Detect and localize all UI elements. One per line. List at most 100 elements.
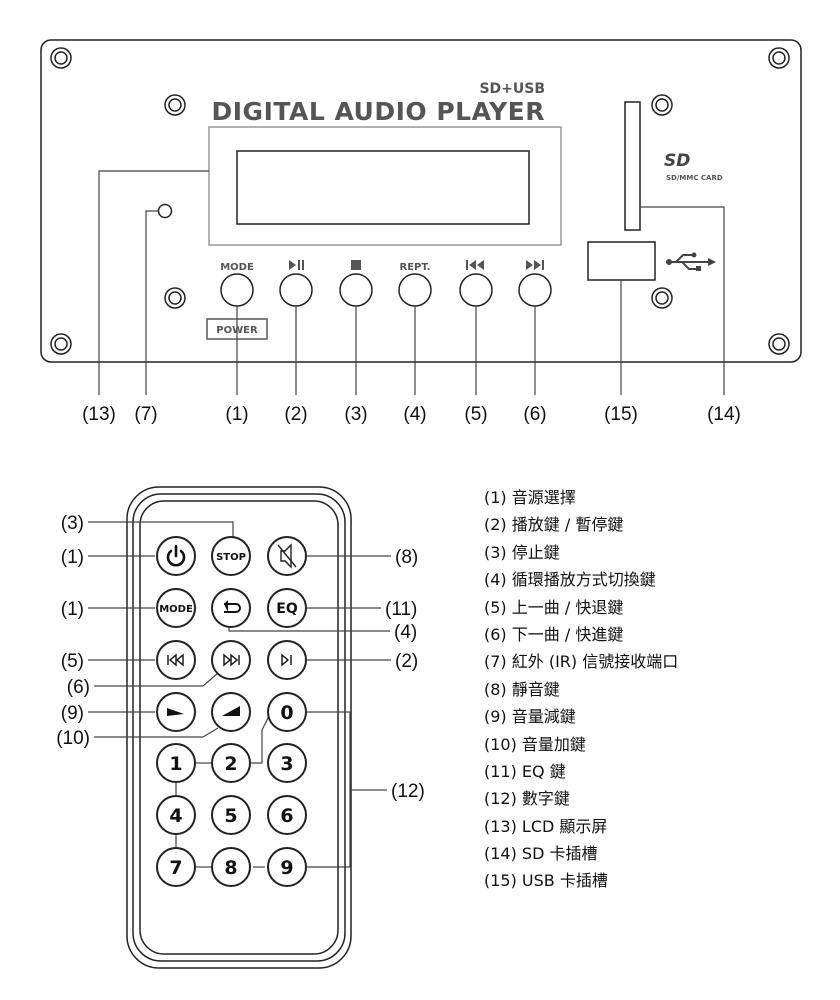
remote-digit-8-button[interactable] [211,847,251,887]
digit-3-label: 3 [280,753,293,775]
stop-button[interactable] [339,273,373,307]
panel-callout-1: (1) [225,404,248,425]
digit-1-label: 1 [169,753,182,775]
inner-screw-bottom-right [651,287,673,309]
remote-callout-2: (2) [395,651,418,672]
volume-down-icon [167,708,184,716]
ir-receiver [157,203,173,219]
repeat-button[interactable] [398,273,432,307]
panel-callout-2: (2) [284,404,307,425]
remote-digit-5-button[interactable] [211,795,251,835]
legend-item: (10) 音量加鍵 [484,734,586,754]
digit-8-label: 8 [224,857,237,879]
panel-callout-14: (14) [707,404,741,425]
remote-callout-4: (4) [394,622,417,643]
remote-callout-5: (5) [61,651,84,672]
eq-button-label: EQ [276,601,298,617]
legend-list: (1) 音源選擇 (2) 播放鍵 / 暫停鍵 (3) 停止鍵 (4) 循環播放方… [484,484,678,895]
sd-card-slot[interactable] [624,101,641,231]
volume-up-icon [222,706,240,716]
remote-digit-6-button[interactable] [267,795,307,835]
legend-item: (5) 上一曲 / 快退鍵 [484,597,624,617]
inner-screw-top-left [164,94,186,116]
panel-outline [40,39,802,363]
digit-5-label: 5 [224,805,237,827]
digit-6-label: 6 [280,805,293,827]
corner-screw-bottom-right [768,333,790,355]
mode-button-label: MODE [159,604,193,615]
panel-callout-4: (4) [403,404,426,425]
remote-leader-lines [88,521,391,868]
previous-button[interactable] [459,273,493,307]
legend-item: (9) 音量減鍵 [484,707,576,727]
sd-logo: SD [664,151,690,171]
remote-digit-0-button[interactable] [267,692,307,732]
remote-digit-3-button[interactable] [267,743,307,783]
remote-stop-button[interactable] [211,536,251,576]
remote-digit-9-button[interactable] [267,847,307,887]
remote-outline-middle [132,493,346,962]
next-icon-remote [223,653,240,667]
return-icon [224,600,241,613]
next-button[interactable] [518,273,552,307]
inner-screw-bottom-left [164,287,186,309]
legend-item: (2) 播放鍵 / 暫停鍵 [484,515,624,535]
remote-callout-9: (9) [61,703,84,724]
digit-4-label: 4 [169,805,182,827]
front-panel [40,39,802,363]
previous-icon-remote [167,653,184,667]
repeat-label: REPT. [400,262,431,273]
legend-item: (6) 下一曲 / 快進鍵 [484,624,624,644]
digit-0-label: 0 [280,702,293,724]
stop-button-label: STOP [216,552,246,563]
panel-callout-5: (5) [464,404,487,425]
corner-screw-bottom-left [50,333,72,355]
lcd-bezel [208,126,562,246]
panel-leader-lines [98,170,725,395]
play-pause-button[interactable] [279,273,313,307]
play-pause-icon [289,260,304,270]
next-icon [526,260,544,270]
remote-digit-2-button[interactable] [211,743,251,783]
panel-callout-13: (13) [82,404,116,425]
digit-9-label: 9 [280,857,293,879]
remote-repeat-button[interactable] [211,588,251,628]
remote-digit-7-button[interactable] [156,847,196,887]
previous-icon [466,260,484,270]
panel-title: DIGITAL AUDIO PLAYER [212,97,546,126]
legend-item: (12) 數字鍵 [484,789,570,809]
remote-callout-1-power: (1) [61,547,84,568]
panel-callout-15: (15) [604,404,638,425]
legend-item: (13) LCD 顯示屏 [484,816,608,836]
remote-digit-1-button[interactable] [156,743,196,783]
remote-outline-outer [126,486,352,969]
remote-digit-4-button[interactable] [156,795,196,835]
remote-callout-3: (3) [61,513,84,534]
stop-icon [351,260,361,270]
lcd-display [236,150,530,225]
remote-callout-10: (10) [56,728,90,749]
usb-port[interactable] [587,241,656,281]
sd-caption: SD/MMC CARD [666,174,723,182]
legend-item: (11) EQ 鍵 [484,761,566,781]
panel-callout-7: (7) [134,404,157,425]
legend-item: (3) 停止鍵 [484,542,560,562]
play-pause-icon-remote [281,653,292,667]
legend-item: (8) 靜音鍵 [484,679,560,699]
legend-item: (4) 循環播放方式切換鍵 [484,570,656,590]
panel-callouts: (13) (7) (1) (2) (3) (4) (5) (6) (15) (1… [82,404,741,425]
remote-control [126,486,352,969]
digit-7-label: 7 [169,857,182,879]
legend-item: (15) USB 卡插槽 [484,871,608,891]
legend-item: (7) 紅外 (IR) 信號接收端口 [484,652,679,672]
brand-top: SD+USB [479,81,545,97]
corner-screw-top-right [768,47,790,69]
remote-eq-button[interactable] [267,588,307,628]
inner-screw-top-right [651,94,673,116]
remote-callout-1-mode: (1) [61,599,84,620]
mode-power-button[interactable] [220,273,254,307]
corner-screw-top-left [50,47,72,69]
remote-outline-inner [139,500,339,955]
remote-mode-button[interactable] [156,588,196,628]
